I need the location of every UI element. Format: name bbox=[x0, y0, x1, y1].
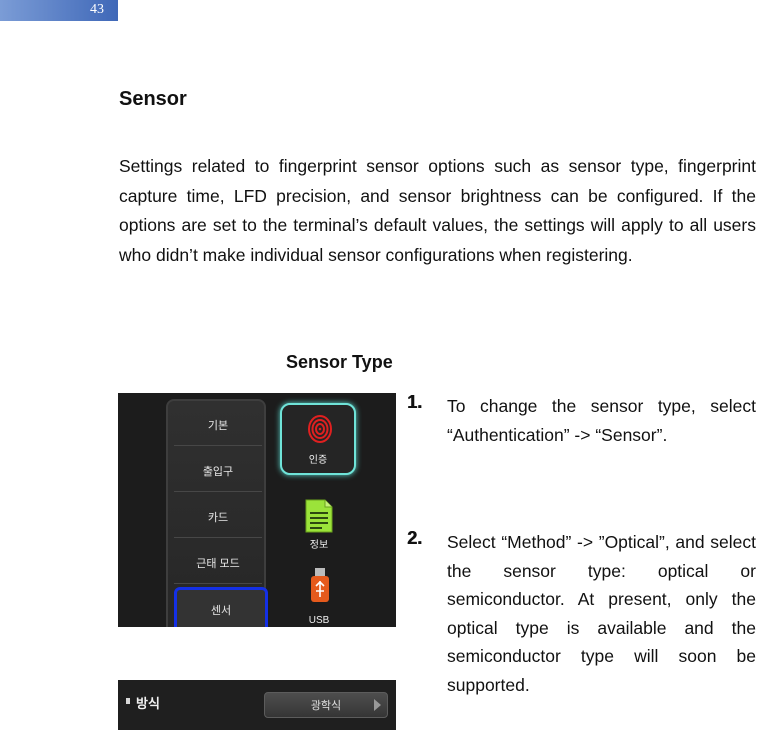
authentication-label: 인증 bbox=[308, 455, 328, 466]
method-setting-bar: 방식 광학식 bbox=[118, 680, 396, 730]
page-number: 43 bbox=[90, 2, 104, 17]
device-screenshot: 기본 출입구 카드 근태 모드 센서 인증 정보 USB bbox=[118, 393, 396, 627]
step-text: To change the sensor type, select “Authe… bbox=[447, 396, 756, 445]
method-label: 방식 bbox=[136, 696, 160, 711]
step-number: 1. bbox=[407, 392, 423, 412]
menu-item-attendance-mode[interactable]: 근태 모드 bbox=[174, 543, 262, 584]
page-number-tab: 43 bbox=[0, 0, 118, 21]
info-label: 정보 bbox=[309, 540, 329, 551]
method-select-value: 광학식 bbox=[310, 700, 342, 712]
chevron-right-icon bbox=[374, 699, 381, 711]
method-select[interactable]: 광학식 bbox=[264, 692, 388, 718]
authentication-tile[interactable]: 인증 bbox=[280, 403, 356, 475]
section-heading: Sensor bbox=[119, 88, 187, 110]
document-icon[interactable] bbox=[304, 499, 334, 533]
step-text: Select “Method” -> ”Optical”, and select… bbox=[447, 532, 756, 695]
fingerprint-icon bbox=[308, 415, 332, 443]
settings-menu: 기본 출입구 카드 근태 모드 센서 bbox=[166, 399, 268, 627]
menu-item-card[interactable]: 카드 bbox=[174, 497, 262, 538]
bullet-icon bbox=[126, 698, 130, 704]
intro-paragraph: Settings related to fingerprint sensor o… bbox=[119, 156, 756, 265]
usb-label: USB bbox=[308, 615, 330, 626]
usb-icon[interactable] bbox=[308, 567, 332, 603]
menu-item-basic[interactable]: 기본 bbox=[174, 405, 262, 446]
menu-item-sensor[interactable]: 센서 bbox=[174, 587, 268, 627]
menu-item-door[interactable]: 출입구 bbox=[174, 451, 262, 492]
figure-title: Sensor Type bbox=[286, 352, 393, 372]
step-number: 2. bbox=[407, 528, 423, 548]
